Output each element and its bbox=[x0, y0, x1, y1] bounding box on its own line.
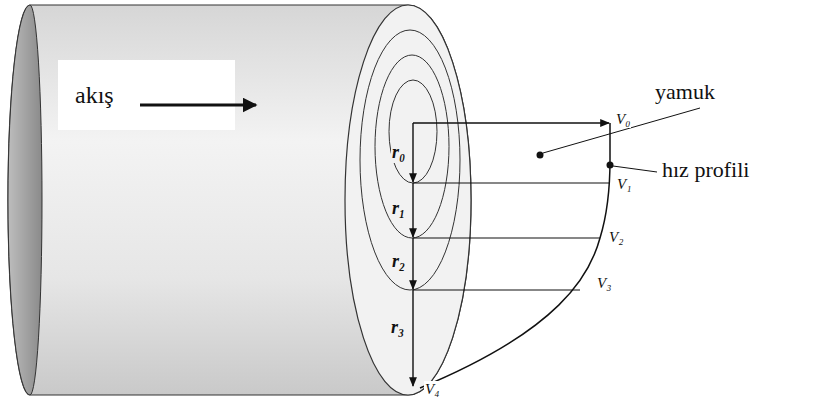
radius-label: r₃ bbox=[390, 318, 405, 338]
flow-label: akış bbox=[75, 82, 235, 108]
velocity-label: V₀ bbox=[615, 111, 631, 128]
flow-ring bbox=[389, 80, 437, 183]
leader-line bbox=[543, 108, 700, 153]
pipe-end-face bbox=[345, 5, 471, 395]
radius-label: r₂ bbox=[391, 252, 406, 272]
flow-ring bbox=[375, 55, 449, 238]
pipe-left-end bbox=[8, 5, 42, 395]
flow-label-background bbox=[58, 60, 235, 130]
pipe-body bbox=[8, 5, 471, 395]
radius-label: r₀ bbox=[391, 143, 406, 163]
velocity-label: V₂ bbox=[608, 229, 624, 246]
velocity-line bbox=[413, 289, 580, 290]
radius-arrow bbox=[412, 238, 413, 289]
velocity-line bbox=[413, 237, 600, 238]
velocity-label: V₄ bbox=[424, 381, 440, 398]
radius-arrow bbox=[412, 123, 413, 182]
velocity-profile bbox=[420, 123, 610, 388]
radius-arrow bbox=[412, 290, 413, 386]
profile-label: hız profili bbox=[662, 158, 749, 182]
leader-dot bbox=[607, 162, 614, 169]
flow-label-box: akış bbox=[58, 60, 235, 130]
velocity-line bbox=[413, 182, 609, 183]
radius-arrow bbox=[412, 183, 413, 237]
region-label: yamuk bbox=[655, 80, 715, 104]
flow-ring bbox=[360, 30, 460, 290]
leader-dot bbox=[537, 152, 544, 159]
velocity-arrow bbox=[413, 122, 609, 123]
velocity-label: V₃ bbox=[596, 275, 612, 292]
flow-arrow bbox=[140, 104, 256, 107]
radius-label: r₁ bbox=[391, 199, 406, 219]
velocity-label: V₁ bbox=[616, 176, 632, 193]
leader-line bbox=[613, 166, 657, 172]
